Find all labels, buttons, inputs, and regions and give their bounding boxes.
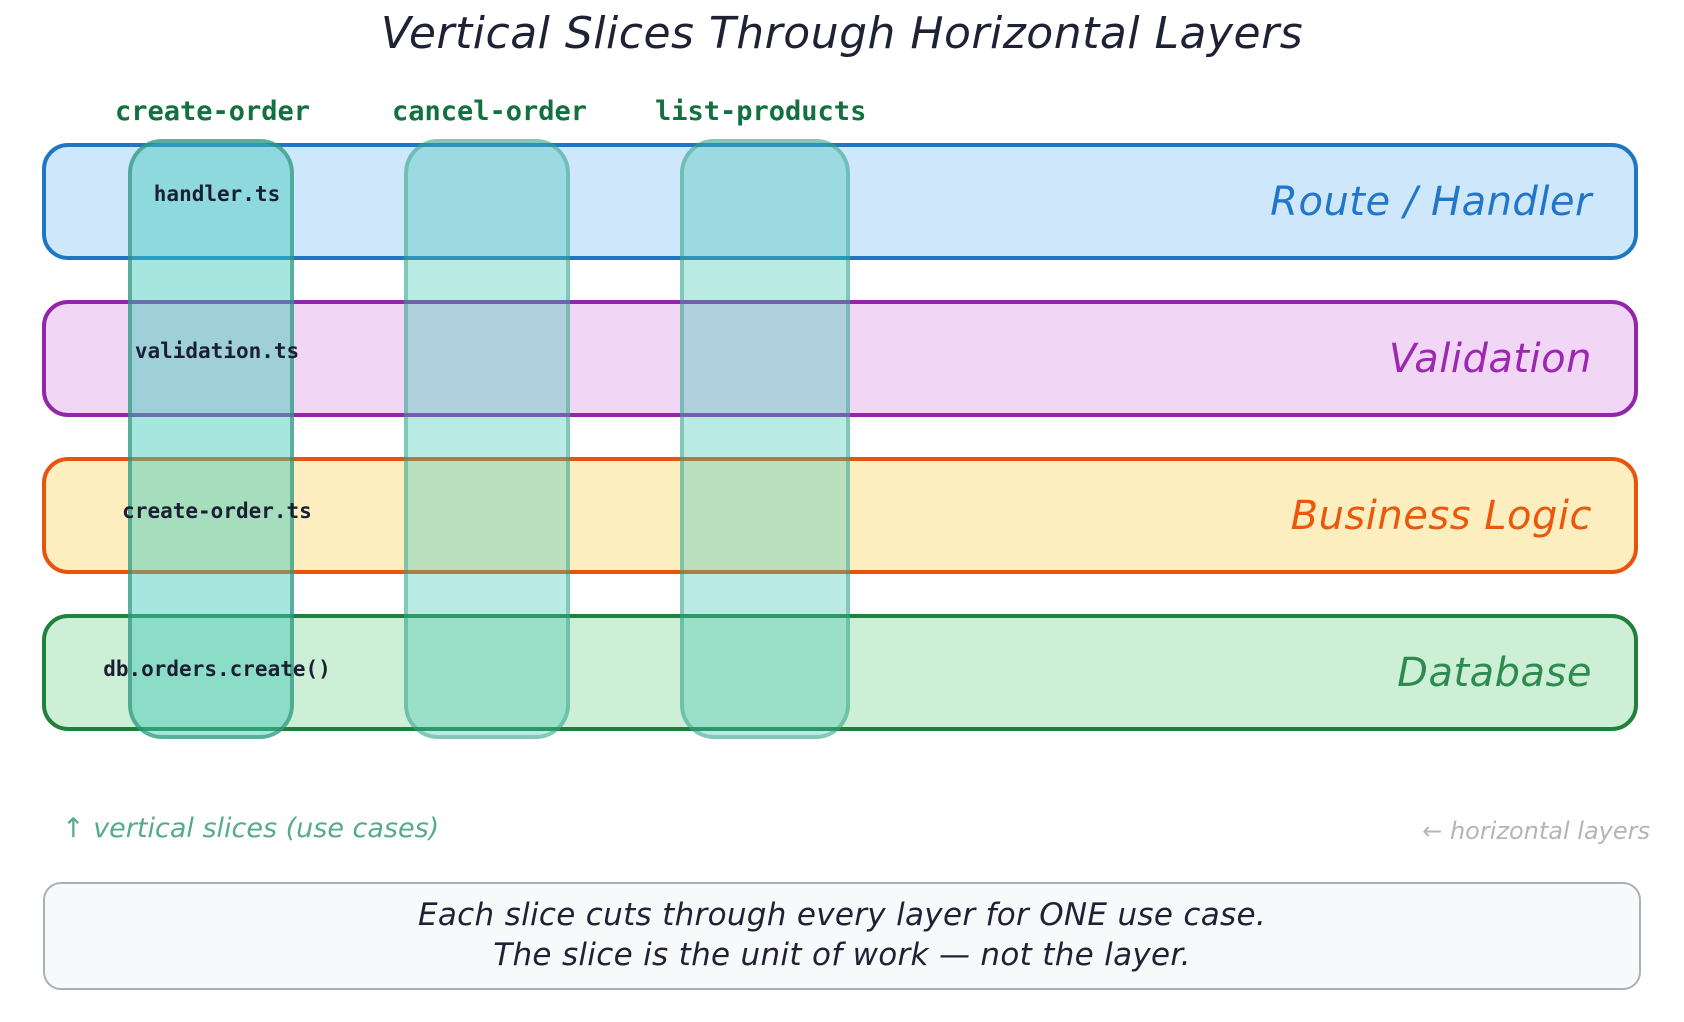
file-label-create-order-ts: create-order.ts [122,499,312,523]
layer-business-logic[interactable]: Business Logic [42,457,1638,574]
slice-list-products[interactable] [680,139,850,739]
file-label-db-orders-create: db.orders.create() [103,657,331,681]
slice-create-order[interactable] [128,139,294,739]
file-label-validation-ts: validation.ts [134,339,300,363]
annotation-horizontal-layers: ← horizontal layers [1422,817,1650,845]
slice-cancel-order[interactable] [404,139,570,739]
file-label-handler-ts: handler.ts [153,182,281,206]
slice-label-list-products: list-products [655,96,867,127]
page-title: Vertical Slices Through Horizontal Layer… [380,8,1304,59]
annotation-vertical-slices: ↑ vertical slices (use cases) [62,813,440,844]
caption-box: Each slice cuts through every layer for … [43,882,1641,990]
layer-label-route: Route / Handler [1270,178,1592,225]
layer-label-business-logic: Business Logic [1290,492,1592,539]
caption-line-1: Each slice cuts through every layer for … [418,897,1266,934]
layer-label-database: Database [1397,649,1592,696]
layer-validation[interactable]: Validation [42,300,1638,417]
layer-label-validation: Validation [1388,335,1592,382]
slice-label-cancel-order: cancel-order [392,96,588,127]
slice-label-create-order: create-order [115,96,311,127]
caption-line-2: The slice is the unit of work — not the … [493,937,1191,973]
